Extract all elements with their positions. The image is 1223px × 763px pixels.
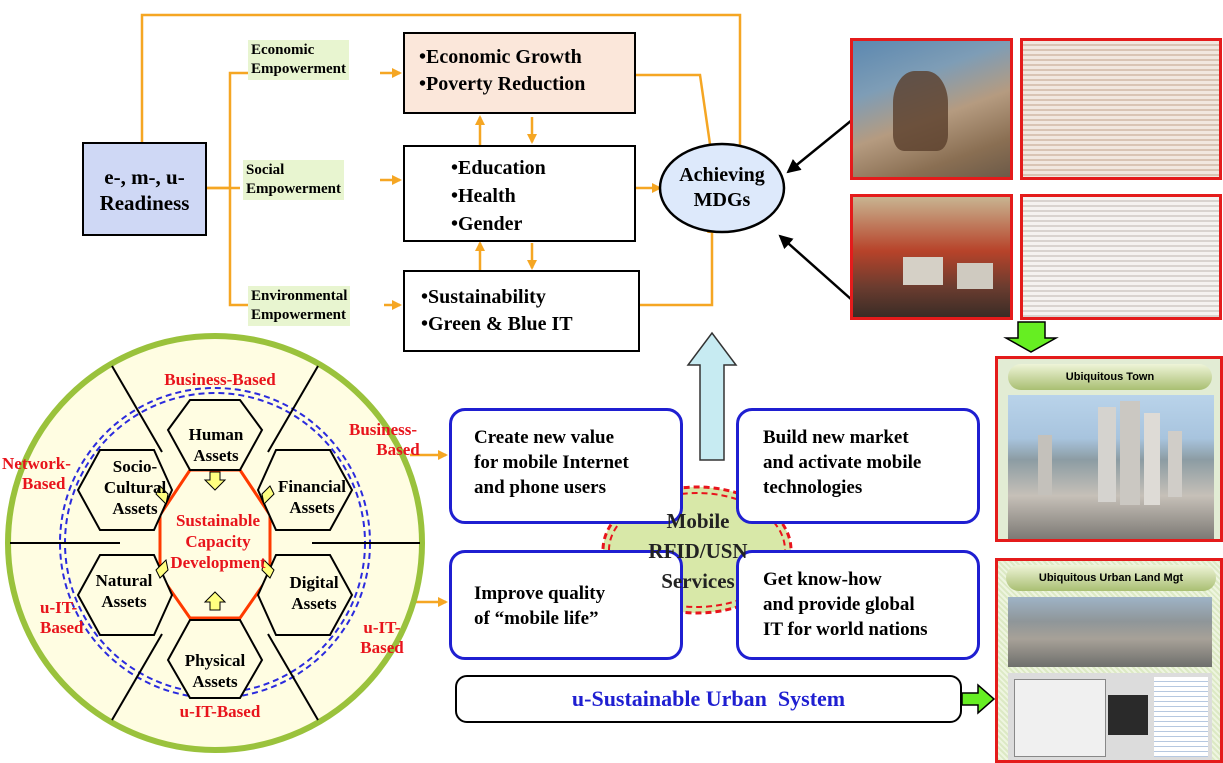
social-outcome-box: •Education •Health •Gender	[403, 145, 636, 242]
hex-natural	[76, 554, 174, 636]
label-u-it-based-left: u-IT- Based	[40, 598, 84, 637]
flow-arrows	[140, 13, 745, 607]
down-arrow-green	[1003, 321, 1059, 353]
up-arrow	[686, 331, 738, 461]
hex-socio	[76, 449, 174, 531]
economic-empowerment-label: Economic Empowerment	[248, 40, 349, 80]
ubiquitous-land-panel: Ubiquitous Urban Land Mgt	[995, 558, 1223, 763]
physical-assets-label: Physical Assets	[184, 651, 246, 691]
town-image	[1008, 395, 1214, 539]
photo-washed-bottom	[1020, 194, 1222, 320]
capacity-wheel	[5, 333, 425, 753]
label-network-based: Network- Based	[2, 454, 71, 493]
socio-cultural-assets-label: Socio- Cultural Assets	[103, 457, 167, 518]
hex-physical	[166, 619, 264, 699]
label-business-based-right: Business- Based	[348, 420, 420, 459]
environmental-outcome-box: •Sustainability •Green & Blue IT	[403, 270, 640, 352]
digital-assets-label: Digital Assets	[289, 573, 339, 613]
photo-classroom	[850, 194, 1013, 320]
financial-assets-label: Financial Assets	[277, 477, 346, 517]
services-center-label: Mobile RFID/USN Services	[648, 509, 748, 593]
human-assets-label: Human Assets	[188, 425, 244, 465]
label-business-based-top: Business-Based	[164, 370, 276, 389]
service-box-top-left: Create new value for mobile Internet and…	[449, 408, 683, 524]
hex-financial	[256, 449, 354, 531]
photo-child	[850, 38, 1013, 180]
ubiquitous-town-title: Ubiquitous Town	[1008, 364, 1212, 390]
hex-human	[166, 399, 264, 471]
ubiquitous-town-panel: Ubiquitous Town	[995, 356, 1223, 542]
label-u-it-based-bottom: u-IT-Based	[179, 702, 261, 721]
social-empowerment-label: Social Empowerment	[243, 160, 344, 200]
right-arrow-green	[961, 683, 996, 715]
center-sustainable-capacity: Sustainable Capacity Development	[170, 511, 266, 572]
natural-assets-label: Natural Assets	[95, 571, 153, 611]
readiness-box: e-, m-, u- Readiness	[82, 142, 207, 236]
readiness-line2: Readiness	[99, 191, 190, 215]
photo-washed-top	[1020, 38, 1222, 180]
urban-system-bar: u-Sustainable Urban System	[455, 675, 962, 723]
mdgs-label: Achieving MDGs	[679, 164, 765, 211]
hex-digital	[256, 554, 354, 636]
land-gis-image	[1008, 673, 1212, 760]
service-box-bottom-left: Improve quality of “mobile life”	[449, 550, 683, 660]
service-box-bottom-right: Get know-how and provide global IT for w…	[736, 550, 980, 660]
service-box-top-right: Build new market and activate mobile tec…	[736, 408, 980, 524]
readiness-line1: e-, m-, u-	[104, 165, 185, 189]
urban-system-label: u-Sustainable Urban System	[571, 686, 846, 711]
ubiquitous-land-title: Ubiquitous Urban Land Mgt	[1006, 565, 1216, 591]
mdgs-ellipse	[658, 142, 786, 234]
environmental-empowerment-label: Environmental Empowerment	[248, 286, 351, 326]
label-u-it-based-right: u-IT- Based	[360, 618, 404, 657]
photo-arrow-bottom	[778, 234, 853, 301]
photo-arrow-top	[786, 119, 853, 174]
economic-outcome-box: •Economic Growth •Poverty Reduction	[403, 32, 636, 114]
land-aerial-image	[1008, 597, 1212, 667]
